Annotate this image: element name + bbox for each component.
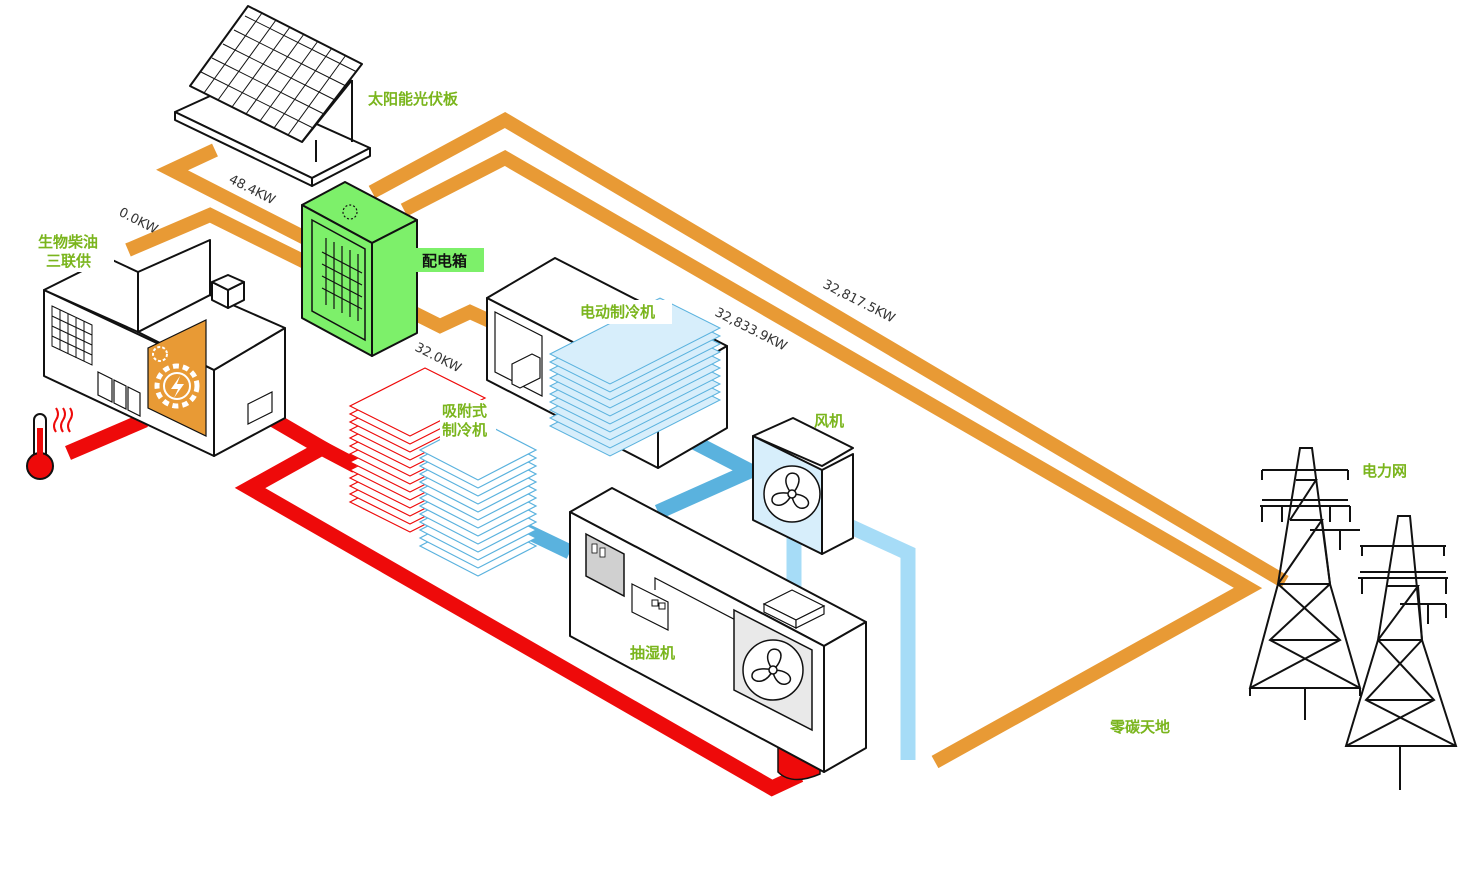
chp-power-value: 0.0KW (116, 205, 160, 237)
heat-pipe-to-thermometer (65, 413, 148, 460)
distribution-box-grid (321, 238, 363, 321)
adsorption-chiller (348, 367, 538, 577)
solar-label: 太阳能光伏板 (368, 90, 459, 108)
grid-label: 电力网 (1362, 462, 1407, 480)
electric-chiller (486, 257, 728, 469)
fan-unit (752, 417, 854, 555)
distribution-label-bg (416, 248, 484, 272)
transmission-towers (1248, 447, 1458, 790)
air-duct-return (832, 513, 916, 760)
heat-pipe-main (234, 406, 804, 797)
chp-label-line2: 三联供 (46, 252, 91, 270)
electric-chiller-label: 电动制冷机 (580, 303, 655, 321)
dehumidifier-fan-icon (751, 648, 792, 685)
small-gear-icon (152, 346, 168, 362)
site-label: 零碳天地 (1109, 718, 1170, 736)
cold-pipe-fan-dehumidifier (654, 463, 756, 519)
solar-panel (174, 5, 371, 187)
chp-vent-grille (51, 305, 93, 366)
chp-building (43, 239, 286, 457)
chp-doors (97, 371, 141, 417)
chp-gear-icon (154, 363, 200, 409)
dehumidifier-label: 抽湿机 (630, 644, 675, 662)
chiller-coil-stack (548, 297, 722, 457)
grid-power-line-inner (400, 150, 1263, 769)
fan-label: 风机 (814, 412, 844, 430)
grid-power-line-outer (368, 111, 1289, 589)
dehumidifier-unit (569, 487, 867, 781)
chp-power-line (125, 207, 309, 269)
heat-pipe-branch (314, 439, 360, 473)
tower-right (1344, 515, 1458, 790)
solar-power-line (156, 143, 309, 245)
heat-pipes (65, 406, 804, 797)
lightning-icon (171, 376, 184, 398)
tower-left (1248, 447, 1362, 720)
adsorption-cold-stack (418, 419, 538, 577)
distribution-label: 配电箱 (422, 252, 467, 270)
fan-icon (771, 472, 810, 509)
chp-label-line1: 生物柴油 (38, 233, 98, 251)
distribution-box (301, 181, 418, 357)
absorption-label-line1: 吸附式 (442, 402, 487, 420)
thermometer-icon (26, 407, 73, 480)
absorption-label-line2: 制冷机 (442, 421, 487, 439)
